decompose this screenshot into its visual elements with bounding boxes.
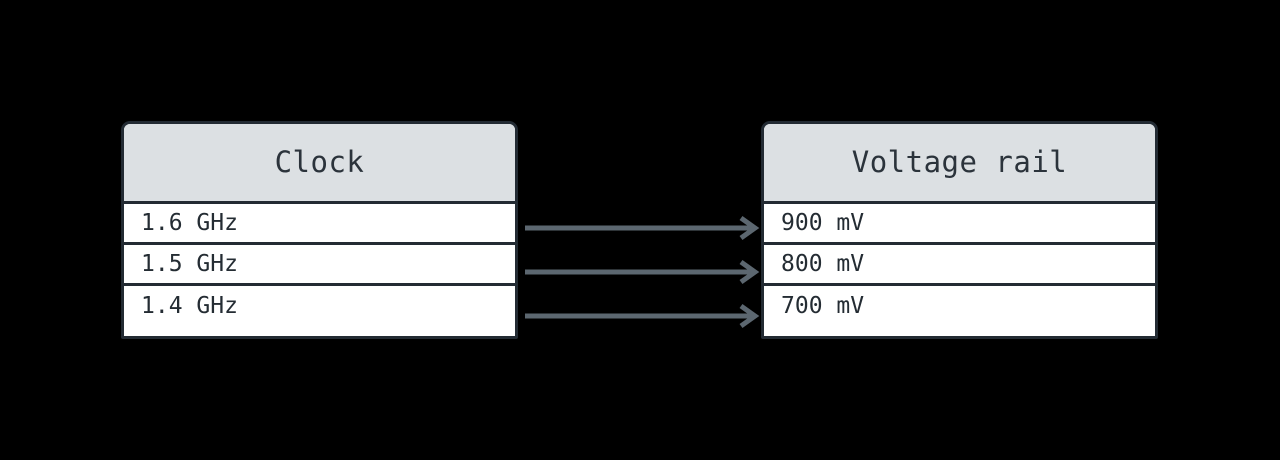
entity-title-voltage-rail: Voltage rail <box>851 145 1068 179</box>
entity-row-clock-1[interactable]: 1.5 GHz <box>124 245 515 286</box>
entity-row-clock-0[interactable]: 1.6 GHz <box>124 204 515 245</box>
entity-row-voltage-rail-1[interactable]: 800 mV <box>764 245 1155 286</box>
entity-row-label-clock-0: 1.6 GHz <box>141 209 238 236</box>
entity-rows-voltage-rail: 900 mV 800 mV 700 mV <box>764 204 1155 327</box>
entity-row-label-voltage-rail-2: 700 mV <box>781 293 865 319</box>
entity-row-label-voltage-rail-0: 900 mV <box>781 209 865 236</box>
entity-title-clock: Clock <box>274 145 365 179</box>
entity-row-voltage-rail-2[interactable]: 700 mV <box>764 286 1155 327</box>
connector-arrow-0 <box>525 215 760 241</box>
connector-arrow-2 <box>525 303 760 329</box>
entity-row-clock-2[interactable]: 1.4 GHz <box>124 286 515 327</box>
entity-box-clock[interactable]: Clock 1.6 GHz 1.5 GHz 1.4 GHz <box>121 121 518 339</box>
entity-rows-clock: 1.6 GHz 1.5 GHz 1.4 GHz <box>124 204 515 327</box>
entity-header-voltage-rail: Voltage rail <box>764 124 1155 204</box>
entity-header-clock: Clock <box>124 124 515 204</box>
connector-arrow-1 <box>525 259 760 285</box>
entity-row-label-clock-1: 1.5 GHz <box>141 250 238 277</box>
entity-row-voltage-rail-0[interactable]: 900 mV <box>764 204 1155 245</box>
entity-row-label-voltage-rail-1: 800 mV <box>781 250 865 277</box>
entity-row-label-clock-2: 1.4 GHz <box>141 293 238 319</box>
entity-box-voltage-rail[interactable]: Voltage rail 900 mV 800 mV 700 mV <box>761 121 1158 339</box>
